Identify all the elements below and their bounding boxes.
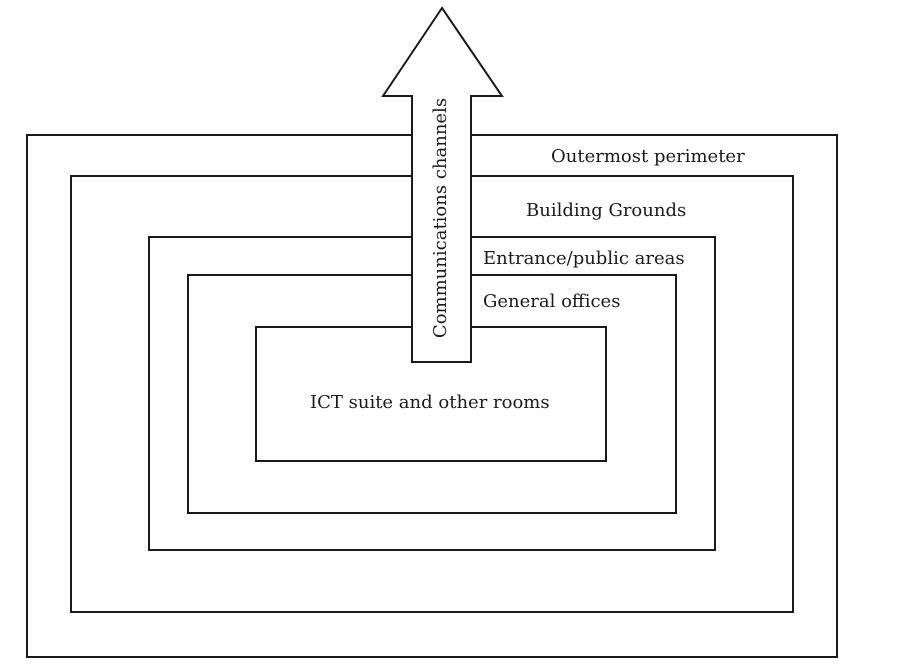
- label-outermost-perimeter: Outermost perimeter: [551, 146, 745, 167]
- communications-arrow: [381, 6, 504, 363]
- label-entrance-public-areas: Entrance/public areas: [483, 248, 685, 269]
- label-general-offices: General offices: [483, 291, 620, 312]
- label-ict-suite: ICT suite and other rooms: [310, 392, 550, 413]
- label-communications-channels: Communications channels: [430, 98, 451, 338]
- label-building-grounds: Building Grounds: [526, 200, 686, 221]
